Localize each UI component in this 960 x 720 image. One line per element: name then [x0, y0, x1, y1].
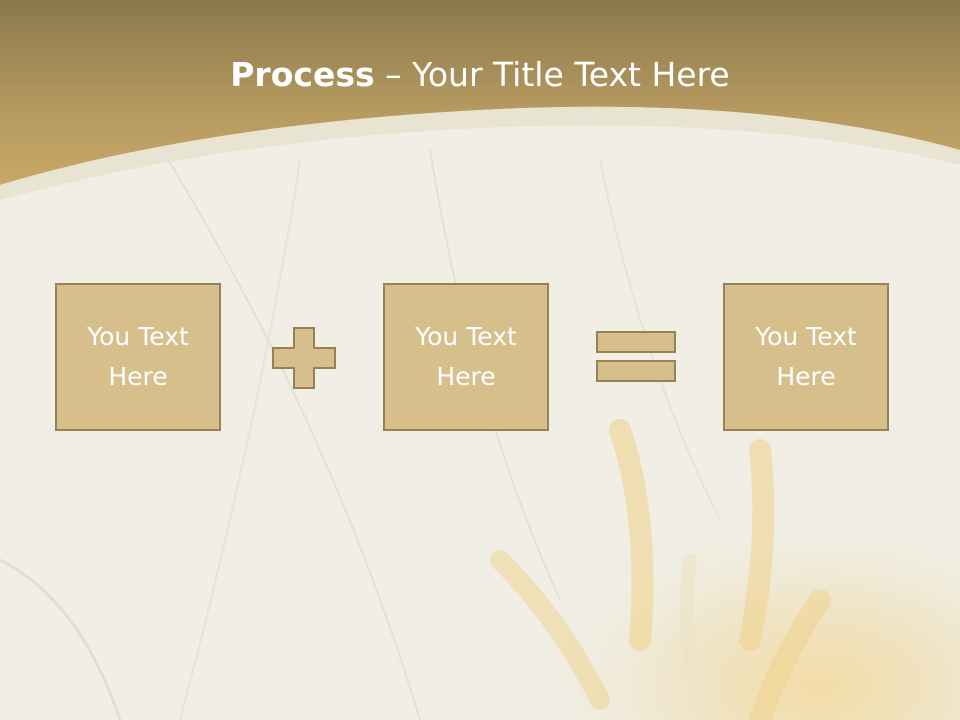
process-box-3[interactable]: You Text Here: [723, 283, 889, 431]
process-box-2-text: You Text Here: [415, 322, 517, 391]
process-box-1-text: You Text Here: [87, 322, 189, 391]
slide-title: Process – Your Title Text Here: [0, 52, 960, 98]
equals-icon: [596, 331, 676, 382]
process-box-3-text: You Text Here: [755, 322, 857, 391]
title-rest: – Your Title Text Here: [374, 55, 730, 94]
title-bold: Process: [230, 55, 375, 94]
process-box-2[interactable]: You Text Here: [383, 283, 549, 431]
process-box-1[interactable]: You Text Here: [55, 283, 221, 431]
plus-icon: [272, 327, 336, 389]
